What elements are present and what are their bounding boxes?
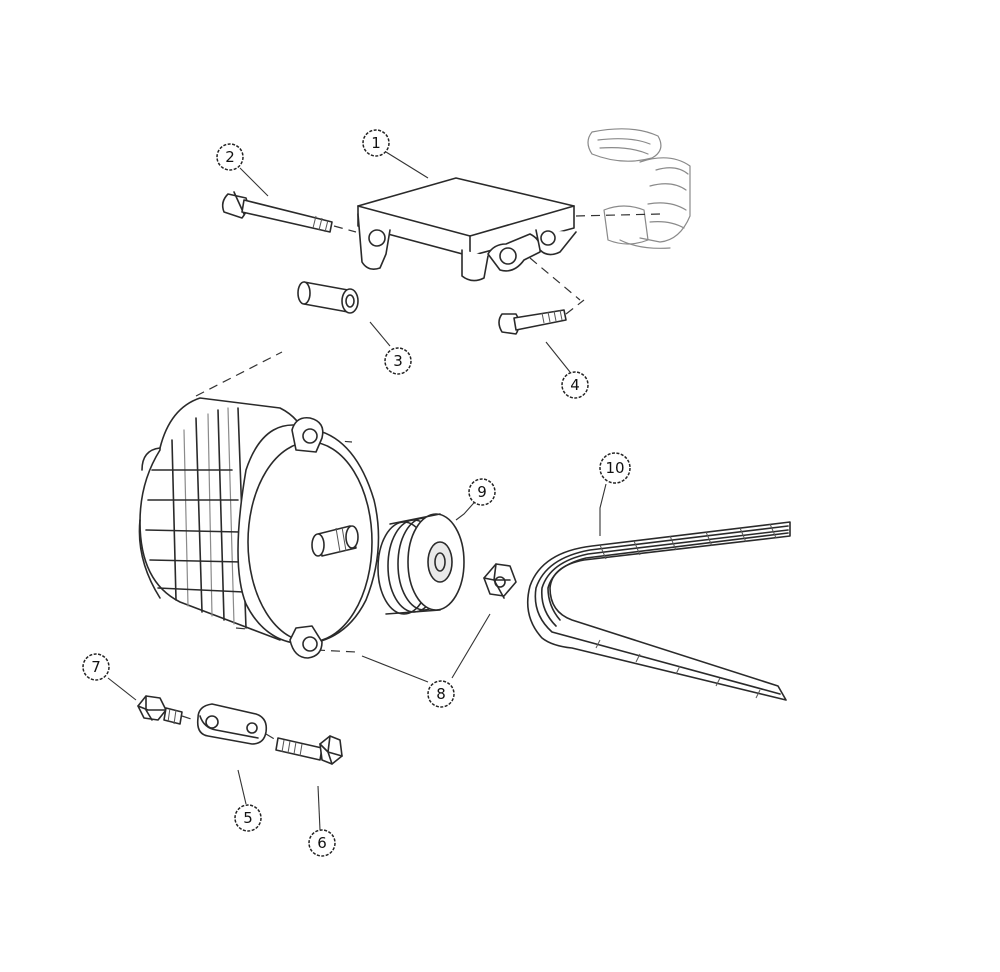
callout-label-6: 6 [317,834,327,852]
callout-4: 4 [561,371,589,399]
spacer-sleeve [297,281,359,314]
callout-5: 5 [234,804,262,832]
long-bolt-axis [333,225,357,233]
callout-10: 10 [599,452,631,484]
callout-3: 3 [384,347,412,375]
callout-label-8: 8 [436,685,446,703]
pulley [377,513,465,615]
callout-label-9: 9 [477,483,487,501]
callout-9: 9 [468,478,496,506]
link-bolt-axis [265,733,277,741]
bracket-alignment-dashline [575,213,661,217]
callout-label-1: 1 [371,134,381,152]
link-bolt [275,735,343,765]
adjuster-nut [137,695,183,725]
callout-8: 8 [427,680,455,708]
callout-7: 7 [82,653,110,681]
callout-label-5: 5 [243,809,253,827]
callout-label-7: 7 [91,658,101,676]
leader-lines [107,151,607,831]
alternator [138,397,380,659]
callout-1: 1 [362,129,390,157]
callout-6: 6 [308,829,336,857]
mounting-bracket [357,177,577,282]
callout-2: 2 [216,143,244,171]
adjuster-axis [181,715,195,721]
pulley-nut [483,563,517,599]
short-bolt [498,309,567,335]
long-bolt [221,191,333,233]
adjusting-link [196,703,268,745]
short-bolt-axis [529,257,585,315]
callout-label-3: 3 [393,352,403,370]
alternator-upper-dashline [195,351,283,397]
drive-belt [526,521,791,701]
engine-housing-background [587,128,691,249]
callout-label-2: 2 [225,148,235,166]
callout-label-4: 4 [570,376,580,394]
callout-label-10: 10 [605,459,624,477]
